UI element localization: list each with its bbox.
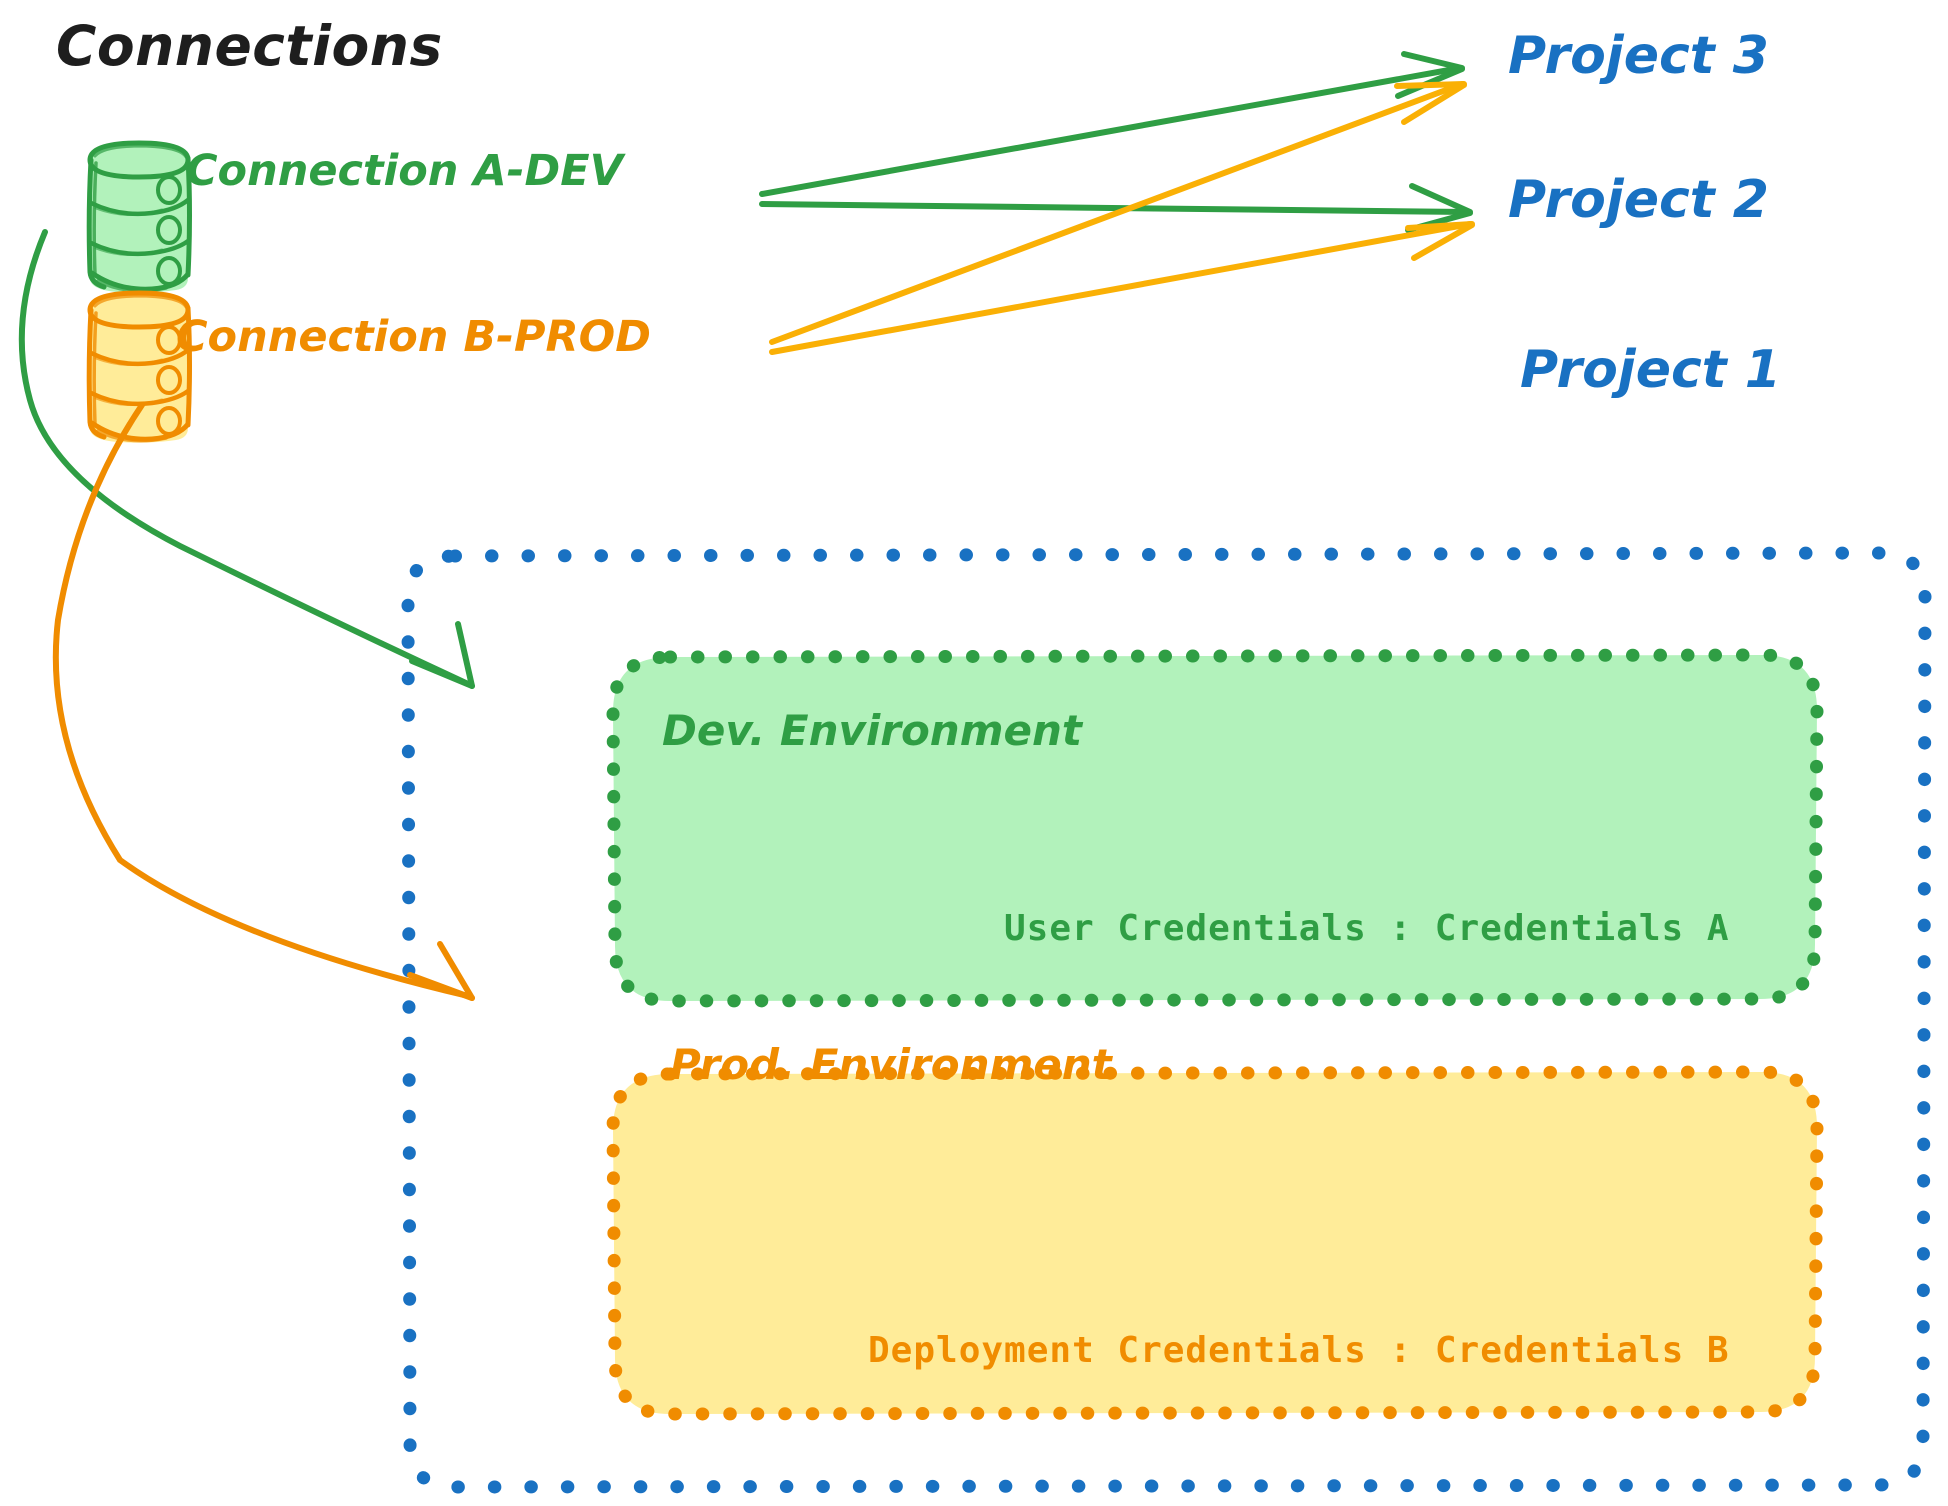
- prod-environment-title: Prod. Environment: [670, 1040, 1112, 1089]
- project-1-label[interactable]: Project 1: [1520, 340, 1781, 400]
- dev-environment-box: [606, 648, 1824, 1008]
- edge-b-prod-to-project-3: [769, 81, 1467, 345]
- dev-environment-title: Dev. Environment: [662, 706, 1082, 755]
- prod-environment-box: [606, 1065, 1824, 1421]
- prod-environment-credentials: Deployment Credentials : Credentials B: [868, 1330, 1730, 1371]
- database-cylinder-icon-green: [86, 140, 192, 293]
- edge-b-prod-to-project-2: [769, 221, 1475, 355]
- page-title: Connections: [56, 14, 443, 78]
- project-2-label[interactable]: Project 2: [1508, 170, 1769, 230]
- edge-a-dev-to-project-2: [759, 183, 1473, 233]
- dev-environment-credentials: User Credentials : Credentials A: [1004, 908, 1730, 949]
- connection-b-prod-label[interactable]: Connection B-PROD: [176, 312, 651, 362]
- connection-a-dev-label[interactable]: Connection A-DEV: [186, 146, 623, 196]
- project-1-container-border: [401, 546, 1932, 1494]
- edge-b-prod-to-prod-environment: [52, 402, 475, 1001]
- edge-a-dev-to-dev-environment: [18, 229, 475, 689]
- database-cylinder-icon-orange: [86, 290, 192, 443]
- project-3-label[interactable]: Project 3: [1508, 26, 1769, 86]
